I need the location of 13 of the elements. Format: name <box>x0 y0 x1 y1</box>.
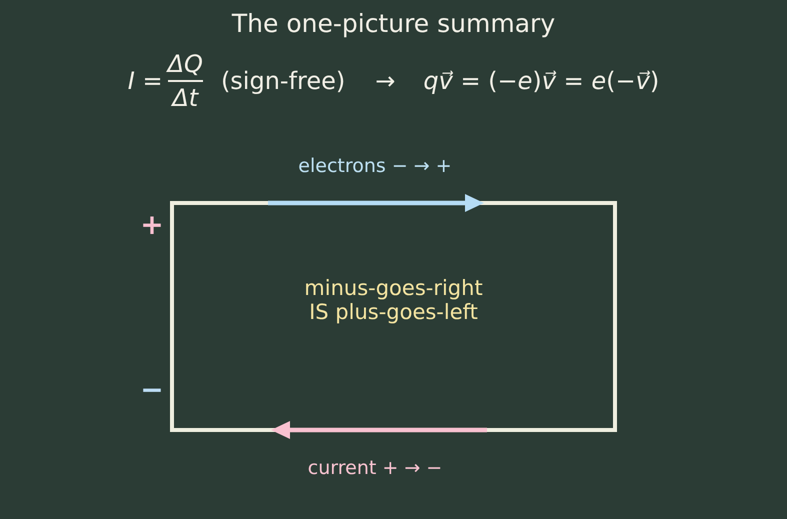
formula-text: I = <box>128 68 163 94</box>
fraction-numerator: ΔQ <box>168 50 203 78</box>
formula-note: (sign-free) <box>220 68 346 94</box>
polarity-sign: + <box>140 208 164 242</box>
diagram-title: The one-picture summary <box>230 9 556 38</box>
flow-label: current + → − <box>308 458 442 480</box>
fraction-denominator: Δt <box>172 84 198 112</box>
formula-arrow-text: → <box>375 68 396 94</box>
loop-caption: minus-goes-right IS plus-goes-left <box>303 276 484 324</box>
circuit-loop <box>170 201 617 432</box>
flow-label: electrons − → + <box>298 156 452 178</box>
polarity-sign: − <box>140 374 164 406</box>
formula-text: qv⃗ = (−e)v⃗ = e(−v⃗) <box>423 68 660 94</box>
